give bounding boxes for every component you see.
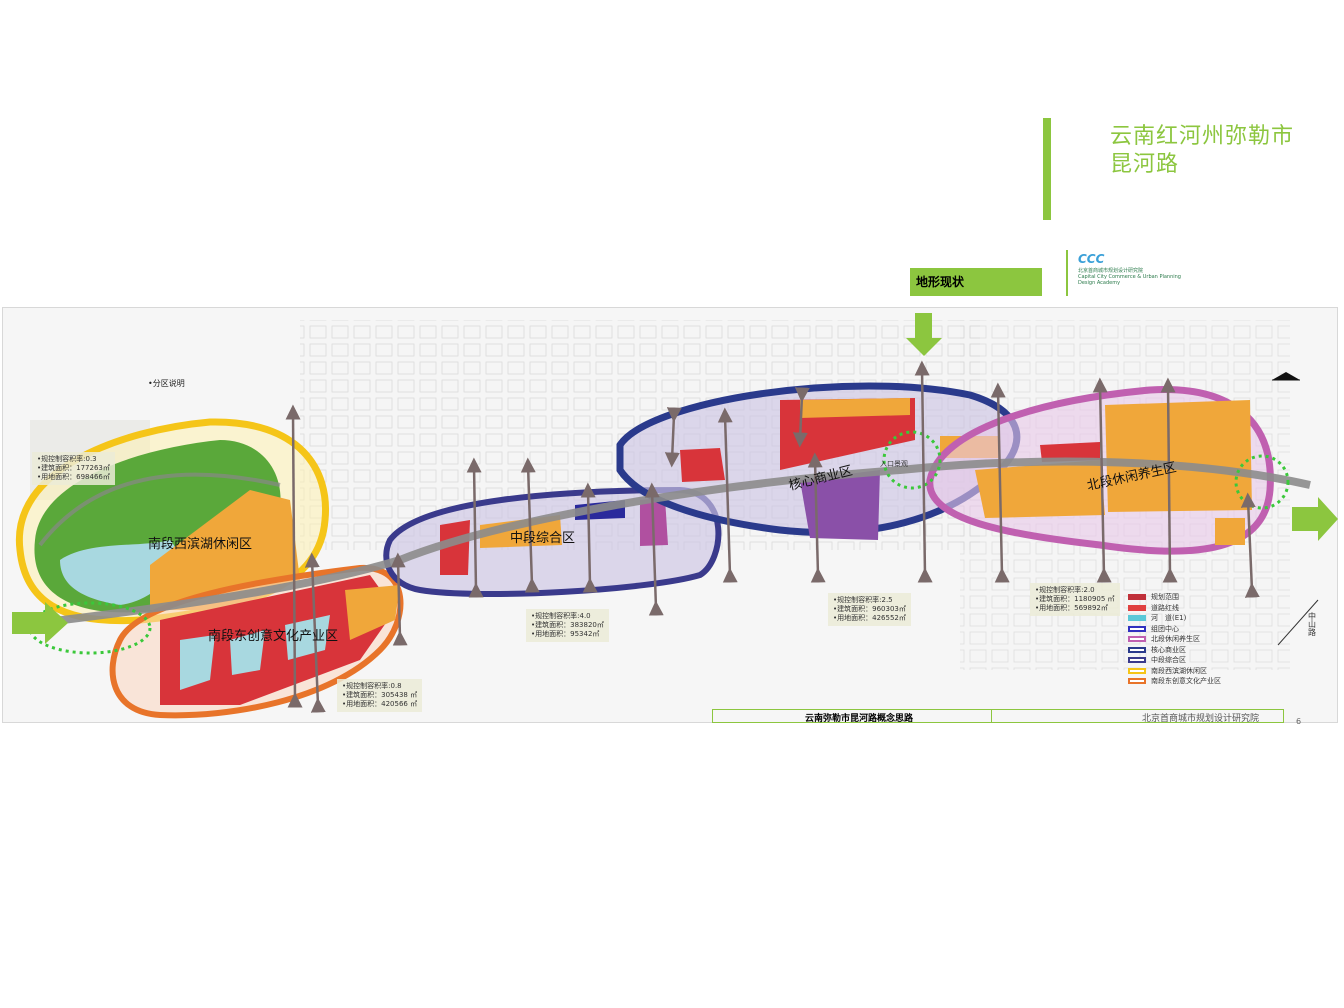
commercial-plot-north (1040, 442, 1100, 462)
stat-box-se: •规控制容积率:0.8 •建筑面积：305438 ㎡ •用地面积：420566 … (337, 679, 423, 712)
north-arrow-icon (1272, 372, 1300, 381)
legend-swatch (1128, 604, 1146, 611)
legend-item: 规划范围 (1128, 592, 1221, 603)
residential-plot-se (345, 585, 400, 640)
stat-land: •用地面积：698466㎡ (37, 473, 110, 481)
title-line-2: 昆河路 (1110, 152, 1180, 177)
stat-area: •建筑面积：177263㎡ (37, 464, 110, 472)
logo-name-en-2: Design Academy (1078, 280, 1121, 286)
footer-divider (991, 710, 992, 722)
legend-swatch (1128, 667, 1146, 674)
stat-land: •用地面积：420566 ㎡ (342, 700, 418, 708)
stat-area: •建筑面积：960303㎡ (833, 605, 906, 613)
logo-divider (1066, 250, 1068, 296)
entrance-node-core[interactable] (882, 430, 942, 490)
legend-item: 核心商业区 (1128, 645, 1221, 656)
legend-swatch (1128, 594, 1146, 601)
entrance-arrow-south (12, 602, 68, 644)
stat-far: •规控制容积率:0.8 (342, 682, 402, 690)
legend-label: 道路红线 (1151, 603, 1179, 612)
zone-label-mid: 中段综合区 (510, 531, 575, 546)
page-number: 6 (1296, 717, 1302, 726)
stat-far: •规控制容积率:0.3 (37, 455, 97, 463)
stat-box-mid: •规控制容积率:4.0 •建筑面积：383820㎡ •用地面积：95342㎡ (526, 609, 609, 642)
entrance-arrow-top (906, 313, 942, 356)
title-line-1: 云南红河州弥勒市 (1110, 124, 1295, 149)
landmark-label: 入口景观 (880, 460, 908, 468)
commercial-plot-core-orange (800, 398, 910, 418)
legend-label: 南段东创意文化产业区 (1151, 677, 1221, 686)
legend-label: 规划范围 (1151, 593, 1179, 602)
legend-swatch (1128, 636, 1146, 643)
legend-swatch (1128, 625, 1146, 632)
stat-land: •用地面积：569892㎡ (1035, 604, 1108, 612)
legend-label: 核心商业区 (1151, 645, 1186, 654)
stat-land: •用地面积：426552㎡ (833, 614, 906, 622)
legend-label: 中段综合区 (1151, 656, 1186, 665)
stat-far: •规控制容积率:4.0 (531, 612, 591, 620)
logo-name-en-1: Capital City Commerce & Urban Planning (1078, 274, 1181, 280)
creative-industry-plots (160, 575, 395, 705)
footer-bar: 云南弥勒市昆河路概念思路 北京首商城市规划设计研究院 (712, 709, 1284, 724)
legend-swatch (1128, 678, 1146, 685)
legend-label: 河 道(E1) (1151, 614, 1187, 623)
stat-far: •规控制容积率:2.0 (1035, 586, 1095, 594)
legend-item: 中段综合区 (1128, 655, 1221, 666)
legend-item: 道路红线 (1128, 603, 1221, 614)
entrance-node-north[interactable] (1234, 454, 1290, 510)
logo-name-cn: 北京首商城市规划设计研究院 (1078, 268, 1144, 274)
footer-left: 云南弥勒市昆河路概念思路 (805, 714, 914, 724)
legend-swatch (1128, 615, 1146, 622)
stat-area: •建筑面积：383820㎡ (531, 621, 604, 629)
legend-label: 南段西滨湖休闲区 (1151, 666, 1207, 675)
footer-right: 北京首商城市规划设计研究院 (1141, 714, 1259, 724)
legend-swatch (1128, 646, 1146, 653)
stat-box-sw: •规控制容积率:0.3 •建筑面积：177263㎡ •用地面积：698466㎡ (32, 452, 115, 485)
legend-item: 南段东创意文化产业区 (1128, 676, 1221, 687)
stat-box-core: •规控制容积率:2.5 •建筑面积：960303㎡ •用地面积：426552㎡ (828, 593, 911, 626)
stat-land: •用地面积：95342㎡ (531, 630, 600, 638)
logo-mark: CCC (1078, 252, 1105, 266)
title-accent-bar (1043, 118, 1051, 220)
legend-item: 南段西滨湖休闲区 (1128, 666, 1221, 677)
legend-item: 河 道(E1) (1128, 613, 1221, 624)
road-label: 中山路 (1308, 611, 1317, 636)
legend-label: 北段休闲养生区 (1151, 635, 1200, 644)
commercial-plot-mid (440, 520, 470, 575)
stat-far: •规控制容积率:2.5 (833, 596, 893, 604)
legend-swatch (1128, 657, 1146, 664)
section-tag: 地形现状 (910, 268, 1042, 296)
plot-north-small (1215, 518, 1245, 545)
road-pointer-line (1277, 599, 1319, 646)
trail-path (38, 472, 281, 547)
legend-label: 组团中心 (1151, 624, 1179, 633)
connection-arrows (285, 360, 1260, 713)
entrance-node-south[interactable] (28, 601, 152, 655)
zone-label-se: 南段东创意文化产业区 (208, 628, 338, 644)
zone-legend-heading: •分区说明 (148, 378, 185, 388)
stat-area: •建筑面积：1180905 ㎡ (1035, 595, 1115, 603)
zone-label-sw: 南段西滨湖休闲区 (148, 536, 252, 552)
exit-arrow-north (1292, 497, 1338, 541)
legend-item: 组团中心 (1128, 624, 1221, 635)
legend-item: 北段休闲养生区 (1128, 634, 1221, 645)
lake-water (60, 540, 177, 605)
stat-box-north: •规控制容积率:2.0 •建筑面积：1180905 ㎡ •用地面积：569892… (1030, 583, 1120, 616)
plot-core-west (680, 448, 725, 482)
map-legend: 规划范围道路红线河 道(E1)组团中心北段休闲养生区核心商业区中段综合区南段西滨… (1128, 592, 1221, 687)
stat-area: •建筑面积：305438 ㎡ (342, 691, 418, 699)
main-road (19, 457, 1311, 629)
